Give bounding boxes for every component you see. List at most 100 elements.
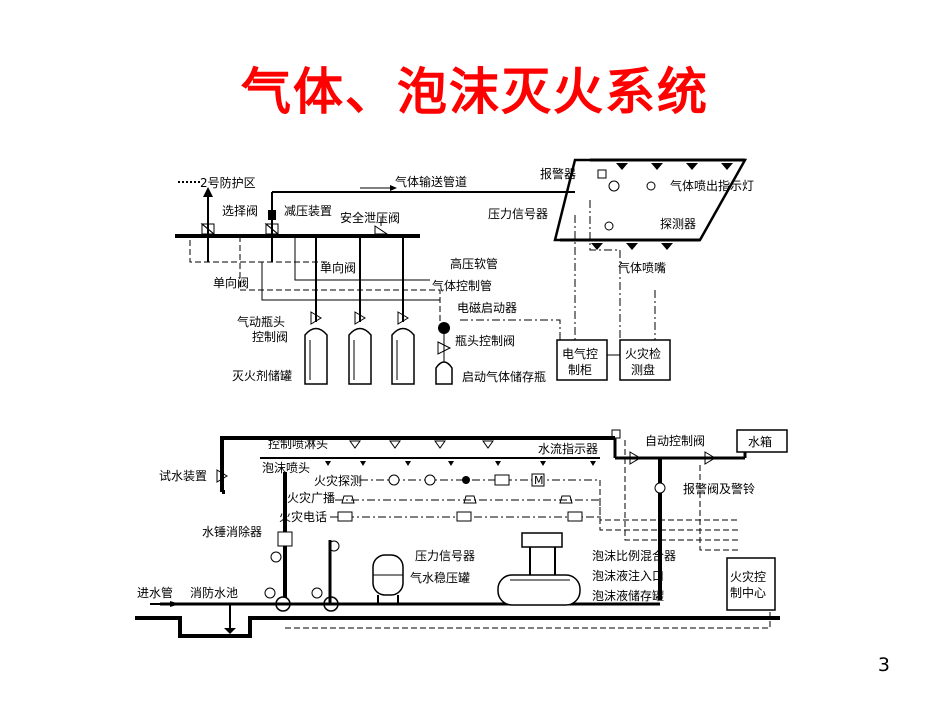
label-center-2: 制中心 (730, 585, 766, 600)
alarm-icon (597, 169, 607, 179)
manual-alarm-icon (494, 474, 510, 486)
bottle-head-valve-icon (354, 311, 366, 325)
flow-indicator-icon (611, 429, 621, 439)
label-safety-valve: 安全泄压阀 (340, 210, 400, 225)
label-flow-indicator: 水流指示器 (538, 441, 598, 456)
gas-system: 2号防护区 选择阀 减压装置 气体输送管道 安全泄压阀 报警器 气体喷出指示灯 … (175, 158, 754, 385)
foam-mixer (521, 532, 563, 548)
alarm-bell-icon (646, 181, 656, 191)
fire-pool (135, 616, 780, 638)
phone-icon (337, 511, 353, 522)
label-center-1: 火灾控 (730, 569, 766, 584)
left-control-loop (189, 240, 330, 263)
fire-panel (619, 339, 671, 381)
check-valve-icon (704, 451, 716, 465)
bottle-ctrl-valve-icon (437, 341, 452, 355)
label-bottle-ctrl-valve: 瓶头控制阀 (455, 334, 515, 348)
label-fire-panel-1: 火灾检 (625, 346, 661, 361)
label-foam-mixer: 泡沫比例混合器 (592, 548, 676, 563)
agent-tank-1 (304, 327, 328, 385)
label-fire-panel-2: 测盘 (631, 362, 655, 377)
protected-zone (553, 158, 748, 242)
fire-control-center (726, 557, 776, 611)
label-hammer: 水锤消除器 (202, 524, 262, 539)
meter-m-label: M (534, 474, 544, 487)
flame-detector-icon (462, 476, 470, 484)
label-fire-detect: 火灾探测 (314, 473, 362, 488)
label-detector: 探测器 (660, 217, 696, 231)
phone-icon (456, 511, 472, 522)
label-bottle-head-ctrl-2: 控制阀 (252, 330, 288, 344)
label-select-valve: 选择阀 (222, 204, 258, 218)
label-start-gas-bottle: 启动气体储存瓶 (462, 369, 546, 384)
test-valve-icon (216, 469, 228, 483)
bottle-head-valve-icon (397, 311, 409, 325)
foam-nozzle-icon (325, 461, 596, 466)
label-water-tank: 水箱 (748, 434, 772, 449)
agent-tank-3 (391, 327, 415, 385)
label-electric-cabinet-1: 电气控 (562, 346, 598, 361)
label-high-pressure-hose: 高压软管 (450, 256, 498, 271)
label-nozzle-indicator: 气体喷出指示灯 (670, 178, 754, 193)
label-alarm: 报警器 (540, 166, 576, 181)
gauge-icon (270, 551, 282, 563)
speaker-icon (341, 495, 355, 504)
phone-icon (567, 511, 583, 522)
electric-cabinet (556, 339, 608, 381)
sprinkler-main (220, 436, 615, 492)
label-inlet-pipe: 进水管 (137, 585, 173, 600)
inlet-arrow-icon (170, 601, 180, 607)
label-check-valve-mid: 单向阀 (320, 260, 356, 275)
label-agent-tank: 灭火剂储罐 (232, 368, 292, 383)
label-gas-pipe: 气体输送管道 (395, 174, 467, 189)
module-icon (531, 473, 545, 487)
gauge-icon (311, 587, 323, 599)
hammer-eliminator-icon (277, 531, 293, 547)
speaker-icon (559, 495, 573, 504)
gas-flow-arrowhead (390, 185, 397, 191)
heat-detector-icon (424, 474, 436, 486)
label-broadcast: 火灾广播 (287, 490, 335, 505)
gas-control-pipe-2 (261, 262, 440, 301)
gas-control-pipe-1 (294, 236, 430, 281)
label-pressure-tank: 气水稳压罐 (410, 570, 470, 585)
label-zone2: 2号防护区 (200, 175, 256, 190)
label-pool: 消防水池 (190, 585, 238, 600)
label-foam-storage: 泡沫液储存罐 (592, 588, 664, 603)
detector-icon (604, 221, 614, 231)
up-arrow-icon (203, 187, 213, 197)
speaker-icon (463, 495, 477, 504)
gauge-icon (264, 587, 276, 599)
label-test-device: 试水装置 (159, 468, 207, 483)
label-sprinkler: 控制喷淋头 (268, 437, 328, 451)
foam-storage-tank (497, 574, 581, 606)
label-pressure-signal: 压力信号器 (488, 207, 548, 221)
label-gas-control-pipe: 气体控制管 (432, 278, 492, 293)
label-alarm-valve: 报警阀及警铃 (683, 481, 755, 496)
alarm-valve-icon (654, 482, 666, 494)
label-foam-nozzle: 泡沫喷头 (262, 461, 310, 475)
label-gas-nozzle: 气体喷嘴 (618, 260, 666, 275)
water-tank (736, 429, 788, 453)
pressure-tank (372, 554, 404, 604)
label-foam-inlet: 泡沫液注入口 (592, 568, 664, 583)
reducer-valve-icon (264, 210, 280, 236)
label-electric-cabinet-2: 制柜 (568, 363, 592, 377)
start-gas-bottle (435, 361, 453, 385)
label-phone: 火灾电话 (279, 509, 327, 524)
auto-valve-icon (629, 451, 641, 465)
signal-line (589, 200, 621, 340)
indicator-lamp-icon (608, 180, 620, 192)
foot-valve-icon (224, 628, 236, 634)
gas-control-line (239, 236, 441, 330)
solenoid-starter-icon (438, 322, 450, 334)
signal-to-center (699, 465, 740, 551)
label-pressure-reducer: 减压装置 (284, 204, 332, 218)
bottle-head-valve-icon (310, 311, 322, 325)
signal-to-center (599, 500, 740, 531)
label-solenoid-starter: 电磁启动器 (457, 300, 517, 315)
sprinkler-icon (349, 440, 494, 449)
signal-line (460, 319, 561, 340)
foam-system: M (135, 429, 788, 638)
